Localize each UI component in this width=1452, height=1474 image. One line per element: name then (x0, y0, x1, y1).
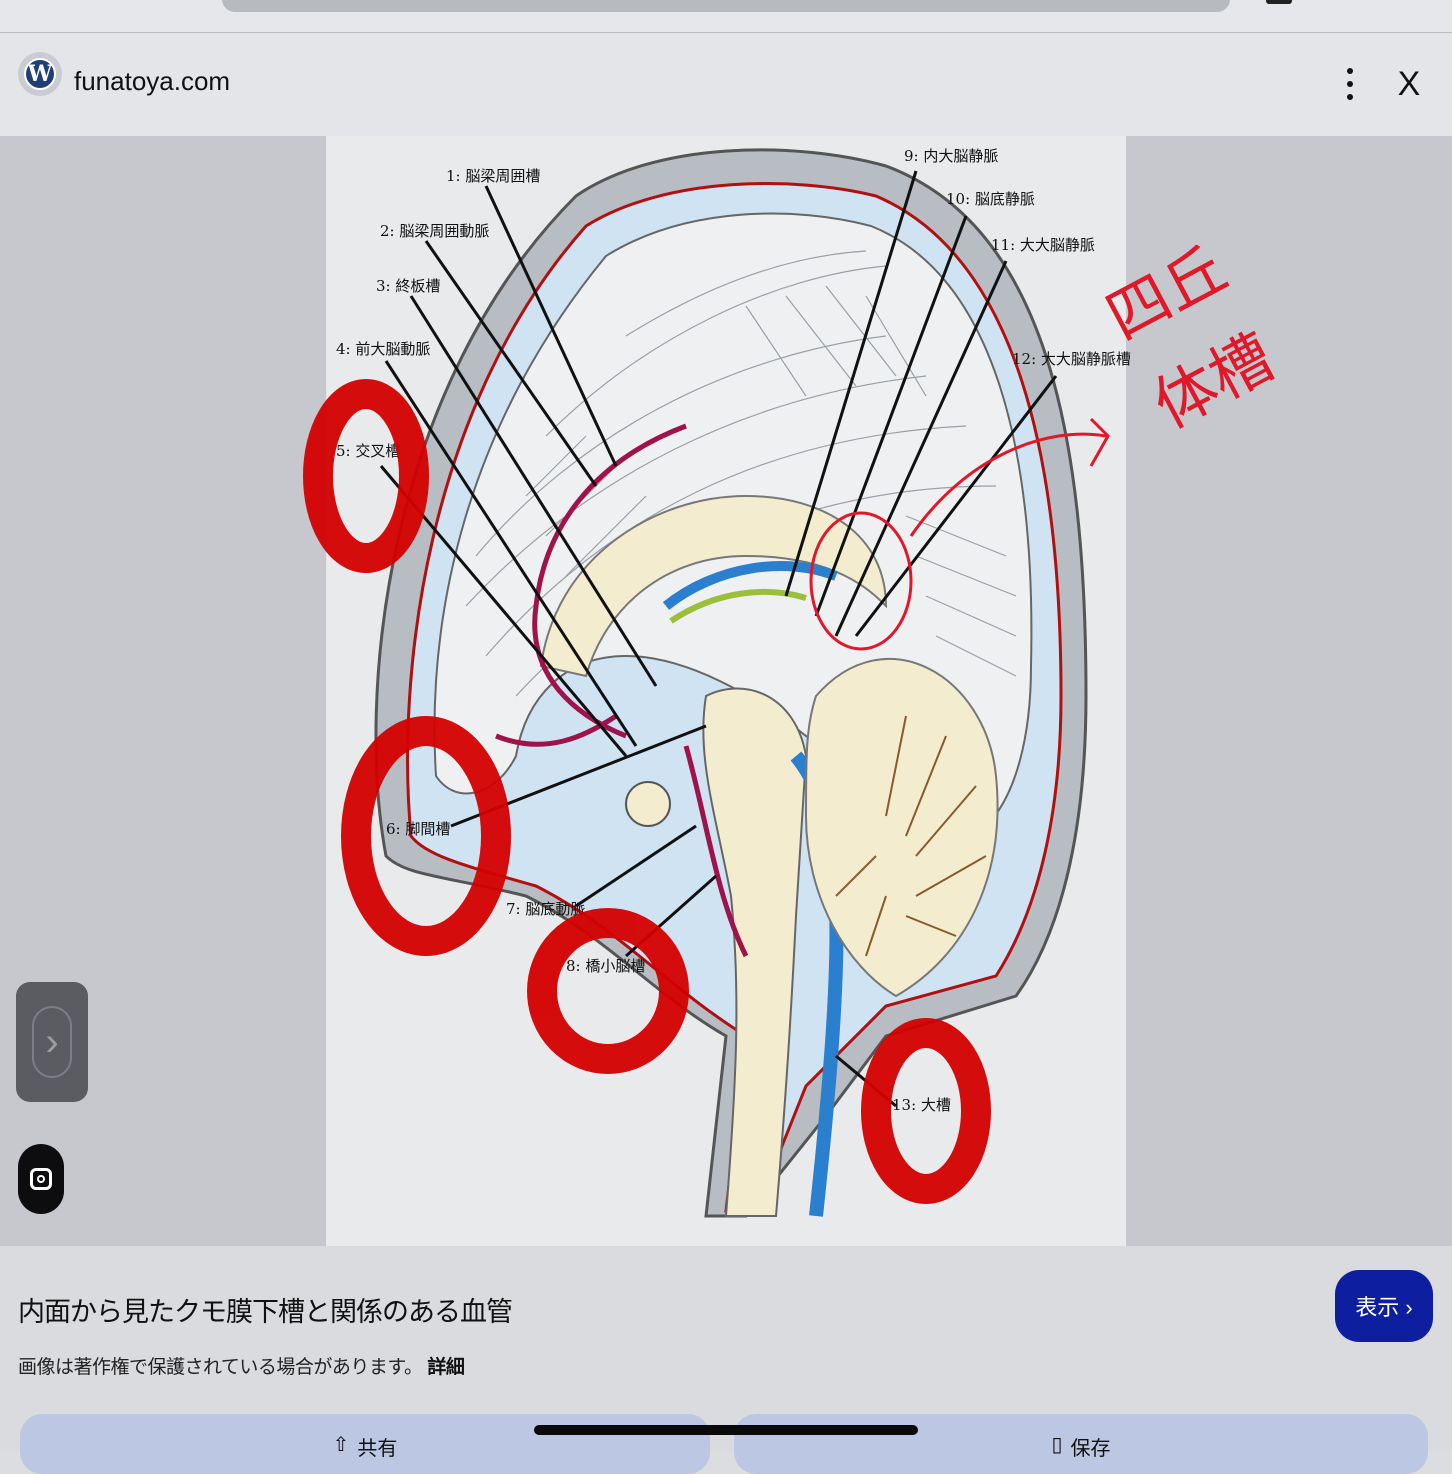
diagram-label-12: 12: 大大脳静脈槽 (1012, 350, 1131, 368)
more-vert-icon[interactable] (1334, 62, 1366, 106)
site-name[interactable]: funatoya.com (74, 66, 231, 96)
lens-icon (30, 1168, 52, 1190)
site-favicon: W (18, 52, 62, 96)
marker-circle-chiasmatic (303, 379, 429, 573)
wordpress-icon: W (24, 58, 56, 90)
copyright-notice: 画像は著作権で保護されている場合があります。 詳細 (18, 1357, 465, 1378)
share-label: 共有 (357, 1438, 398, 1460)
brain-diagram-image[interactable]: 1: 脳梁周囲槽 2: 脳梁周囲動脈 3: 終板槽 4: 前大脳動脈 5: 交叉… (303, 136, 1131, 1246)
visit-button[interactable]: 表示 › (1335, 1270, 1433, 1342)
diagram-label-2: 2: 脳梁周囲動脈 (380, 222, 489, 240)
diagram-label-3: 3: 終板槽 (376, 277, 440, 295)
next-image-button[interactable]: › (16, 982, 88, 1102)
save-button[interactable]: ▯ 保存 (734, 1414, 1428, 1474)
home-indicator[interactable] (534, 1425, 918, 1435)
diagram-label-4: 4: 前大脳動脈 (336, 340, 430, 358)
bookmark-icon: ▯ (1051, 1434, 1063, 1456)
diagram-label-7: 7: 脳底動脈 (506, 900, 585, 918)
diagram-label-13: 13: 大槽 (892, 1096, 951, 1114)
diagram-label-6: 6: 脚間槽 (386, 820, 450, 838)
share-icon: ⇧ (332, 1434, 350, 1456)
details-link[interactable]: 詳細 (427, 1357, 465, 1378)
lens-search-button[interactable] (18, 1144, 64, 1214)
save-label: 保存 (1070, 1438, 1111, 1460)
chevron-right-icon: › (32, 1006, 72, 1078)
diagram-label-9: 9: 内大脳静脈 (904, 147, 998, 165)
browser-top-bar (0, 0, 1452, 33)
viewer-header (0, 33, 1452, 136)
address-bar[interactable] (222, 0, 1230, 12)
tabs-icon[interactable] (1266, 0, 1292, 4)
diagram-label-1: 1: 脳梁周囲槽 (446, 167, 540, 185)
marker-circle-cisterna-magna (861, 1018, 991, 1204)
diagram-label-10: 10: 脳底静脈 (946, 190, 1035, 208)
diagram-label-11: 11: 大大脳静脈 (991, 236, 1095, 254)
image-title[interactable]: 内面から見たクモ膜下槽と関係のある血管 (18, 1297, 513, 1327)
close-button[interactable]: X (1397, 65, 1421, 103)
marker-circle-interpeduncular (341, 716, 511, 956)
diagram-label-5: 5: 交叉槽 (336, 442, 400, 460)
marker-circle-pontocerebellar (527, 908, 689, 1074)
quadrigeminal-circle (809, 511, 913, 651)
share-button[interactable]: ⇧ 共有 (20, 1414, 710, 1474)
diagram-label-8: 8: 橋小脳槽 (566, 957, 645, 975)
